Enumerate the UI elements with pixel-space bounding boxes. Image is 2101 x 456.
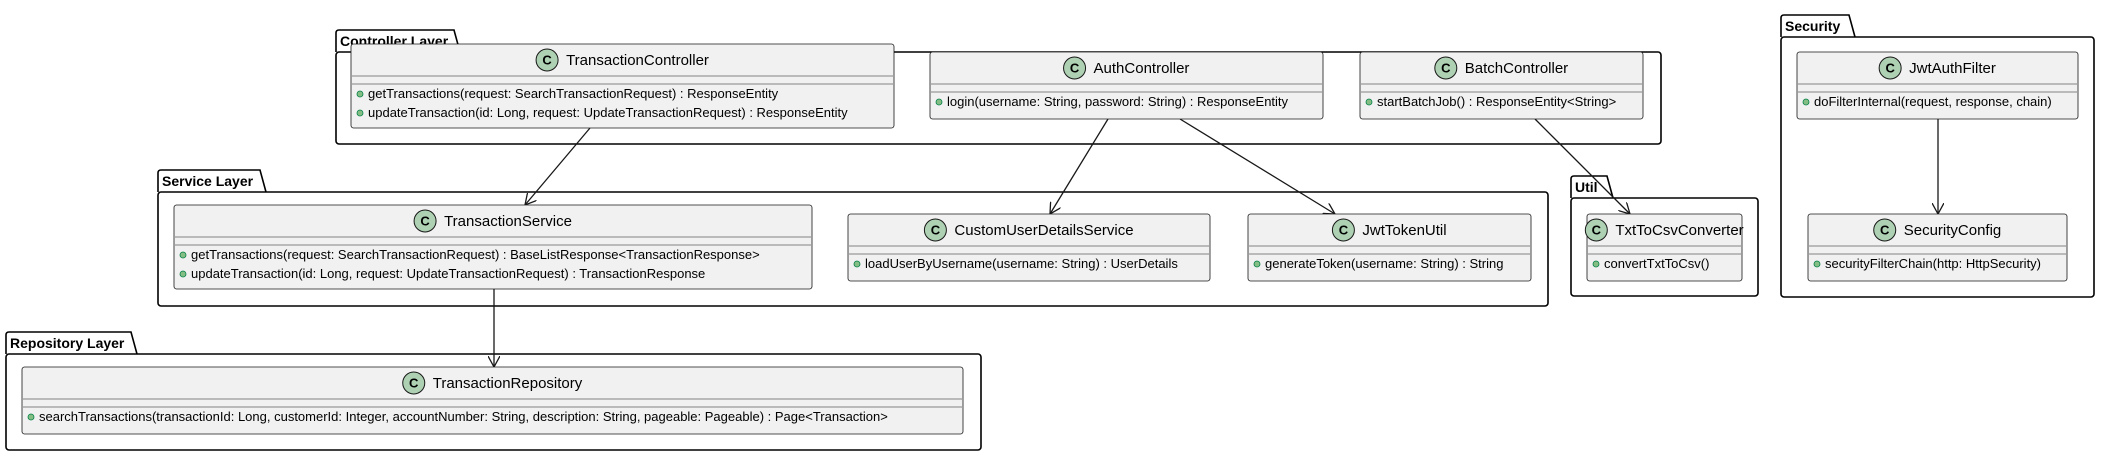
class-stereotype-glyph: C — [931, 223, 941, 238]
class-box — [929, 51, 1324, 120]
class-method: updateTransaction(id: Long, request: Upd… — [368, 105, 848, 120]
class-stereotype-icon — [1063, 56, 1087, 80]
class-method: generateToken(username: String) : String — [1265, 256, 1503, 271]
dependency-arrow-AuthController-to-JwtTokenUtil — [1179, 118, 1335, 214]
class-box — [1247, 213, 1532, 282]
class-stereotype-glyph: C — [420, 214, 430, 229]
package-security: Security — [1780, 14, 2095, 298]
public-method-icon — [179, 251, 187, 259]
public-method-icon — [1813, 260, 1821, 268]
class-box — [350, 43, 895, 129]
public-method-icon — [1592, 260, 1600, 268]
class-method: searchTransactions(transactionId: Long, … — [39, 409, 888, 424]
package-label: Security — [1785, 18, 1840, 34]
class-name: TransactionController — [566, 52, 709, 69]
class-method: loadUserByUsername(username: String) : U… — [865, 256, 1178, 271]
class-stereotype-icon — [1878, 56, 1902, 80]
class-box — [1586, 213, 1743, 282]
class-TransactionController[interactable]: TransactionController CgetTransactions(re… — [350, 43, 895, 129]
dependency-arrow-TransactionController-to-TransactionService — [525, 127, 591, 205]
class-box — [173, 204, 813, 290]
public-method-icon — [356, 90, 364, 98]
class-method: getTransactions(request: SearchTransacti… — [191, 247, 760, 262]
dependency-arrow-AuthController-to-CustomUserDetailsService — [1050, 118, 1109, 214]
public-method-icon — [179, 270, 187, 278]
class-name: AuthController — [1094, 60, 1190, 77]
dependency-arrow-BatchController-to-TxtToCsvConverter — [1534, 118, 1630, 214]
class-stereotype-glyph: C — [1070, 61, 1080, 76]
class-stereotype-icon — [402, 371, 426, 395]
class-stereotype-icon — [1584, 218, 1608, 242]
package-service: Service Layer — [157, 169, 1549, 307]
class-name: SecurityConfig — [1904, 222, 2002, 239]
class-stereotype-icon — [1434, 56, 1458, 80]
public-method-icon — [853, 260, 861, 268]
class-TransactionService[interactable]: TransactionService CgetTransactions(reque… — [173, 204, 813, 290]
class-stereotype-icon — [923, 218, 947, 242]
class-method: convertTxtToCsv() — [1604, 256, 1709, 271]
public-method-icon — [1365, 98, 1373, 106]
public-method-icon — [1253, 260, 1261, 268]
class-method: securityFilterChain(http: HttpSecurity) — [1825, 256, 2041, 271]
class-stereotype-glyph: C — [409, 376, 419, 391]
class-SecurityConfig[interactable]: SecurityConfig CsecurityFilterChain(http:… — [1807, 213, 2068, 282]
class-stereotype-icon — [535, 48, 559, 72]
package-frame — [157, 191, 1549, 307]
class-CustomUserDetailsService[interactable]: CustomUserDetailsService CloadUserByUsern… — [847, 213, 1211, 282]
class-stereotype-icon — [413, 209, 437, 233]
class-method: login(username: String, password: String… — [947, 94, 1289, 109]
package-frame — [1780, 36, 2095, 298]
class-box — [21, 366, 964, 435]
class-name: TxtToCsvConverter — [1615, 222, 1743, 239]
class-name: JwtAuthFilter — [1909, 60, 1996, 77]
package-tab — [335, 29, 461, 53]
class-stereotype-glyph: C — [1441, 61, 1451, 76]
class-stereotype-glyph: C — [1339, 223, 1349, 238]
class-box — [1807, 213, 2068, 282]
package-frame — [1570, 197, 1759, 297]
class-stereotype-glyph: C — [542, 53, 552, 68]
package-tab — [1570, 175, 1614, 199]
class-name: BatchController — [1465, 60, 1568, 77]
package-tab — [5, 331, 138, 355]
public-method-icon — [27, 413, 35, 421]
class-method: startBatchJob() : ResponseEntity<String> — [1377, 94, 1616, 109]
class-method: updateTransaction(id: Long, request: Upd… — [191, 266, 705, 281]
class-name: JwtTokenUtil — [1362, 222, 1446, 239]
class-stereotype-glyph: C — [1592, 223, 1602, 238]
class-box — [1359, 51, 1644, 120]
package-tab — [1780, 14, 1856, 38]
class-method: doFilterInternal(request, response, chai… — [1814, 94, 2052, 109]
public-method-icon — [935, 98, 943, 106]
package-label: Util — [1575, 179, 1598, 195]
class-stereotype-glyph: C — [1880, 223, 1890, 238]
class-name: CustomUserDetailsService — [954, 222, 1133, 239]
class-stereotype-icon — [1873, 218, 1897, 242]
package-label: Repository Layer — [10, 335, 125, 351]
class-JwtAuthFilter[interactable]: JwtAuthFilter CdoFilterInternal(request, … — [1796, 51, 2079, 120]
package-util: Util — [1570, 175, 1759, 297]
package-tab — [157, 169, 267, 193]
public-method-icon — [356, 109, 364, 117]
public-method-icon — [1802, 98, 1810, 106]
class-stereotype-icon — [1331, 218, 1355, 242]
class-name: TransactionService — [444, 213, 572, 230]
package-label: Service Layer — [162, 173, 254, 189]
class-box — [1796, 51, 2079, 120]
class-method: getTransactions(request: SearchTransacti… — [368, 86, 779, 101]
class-name: TransactionRepository — [433, 375, 583, 392]
class-TransactionRepository[interactable]: TransactionRepository CsearchTransactions… — [21, 366, 964, 435]
class-stereotype-glyph: C — [1885, 61, 1895, 76]
